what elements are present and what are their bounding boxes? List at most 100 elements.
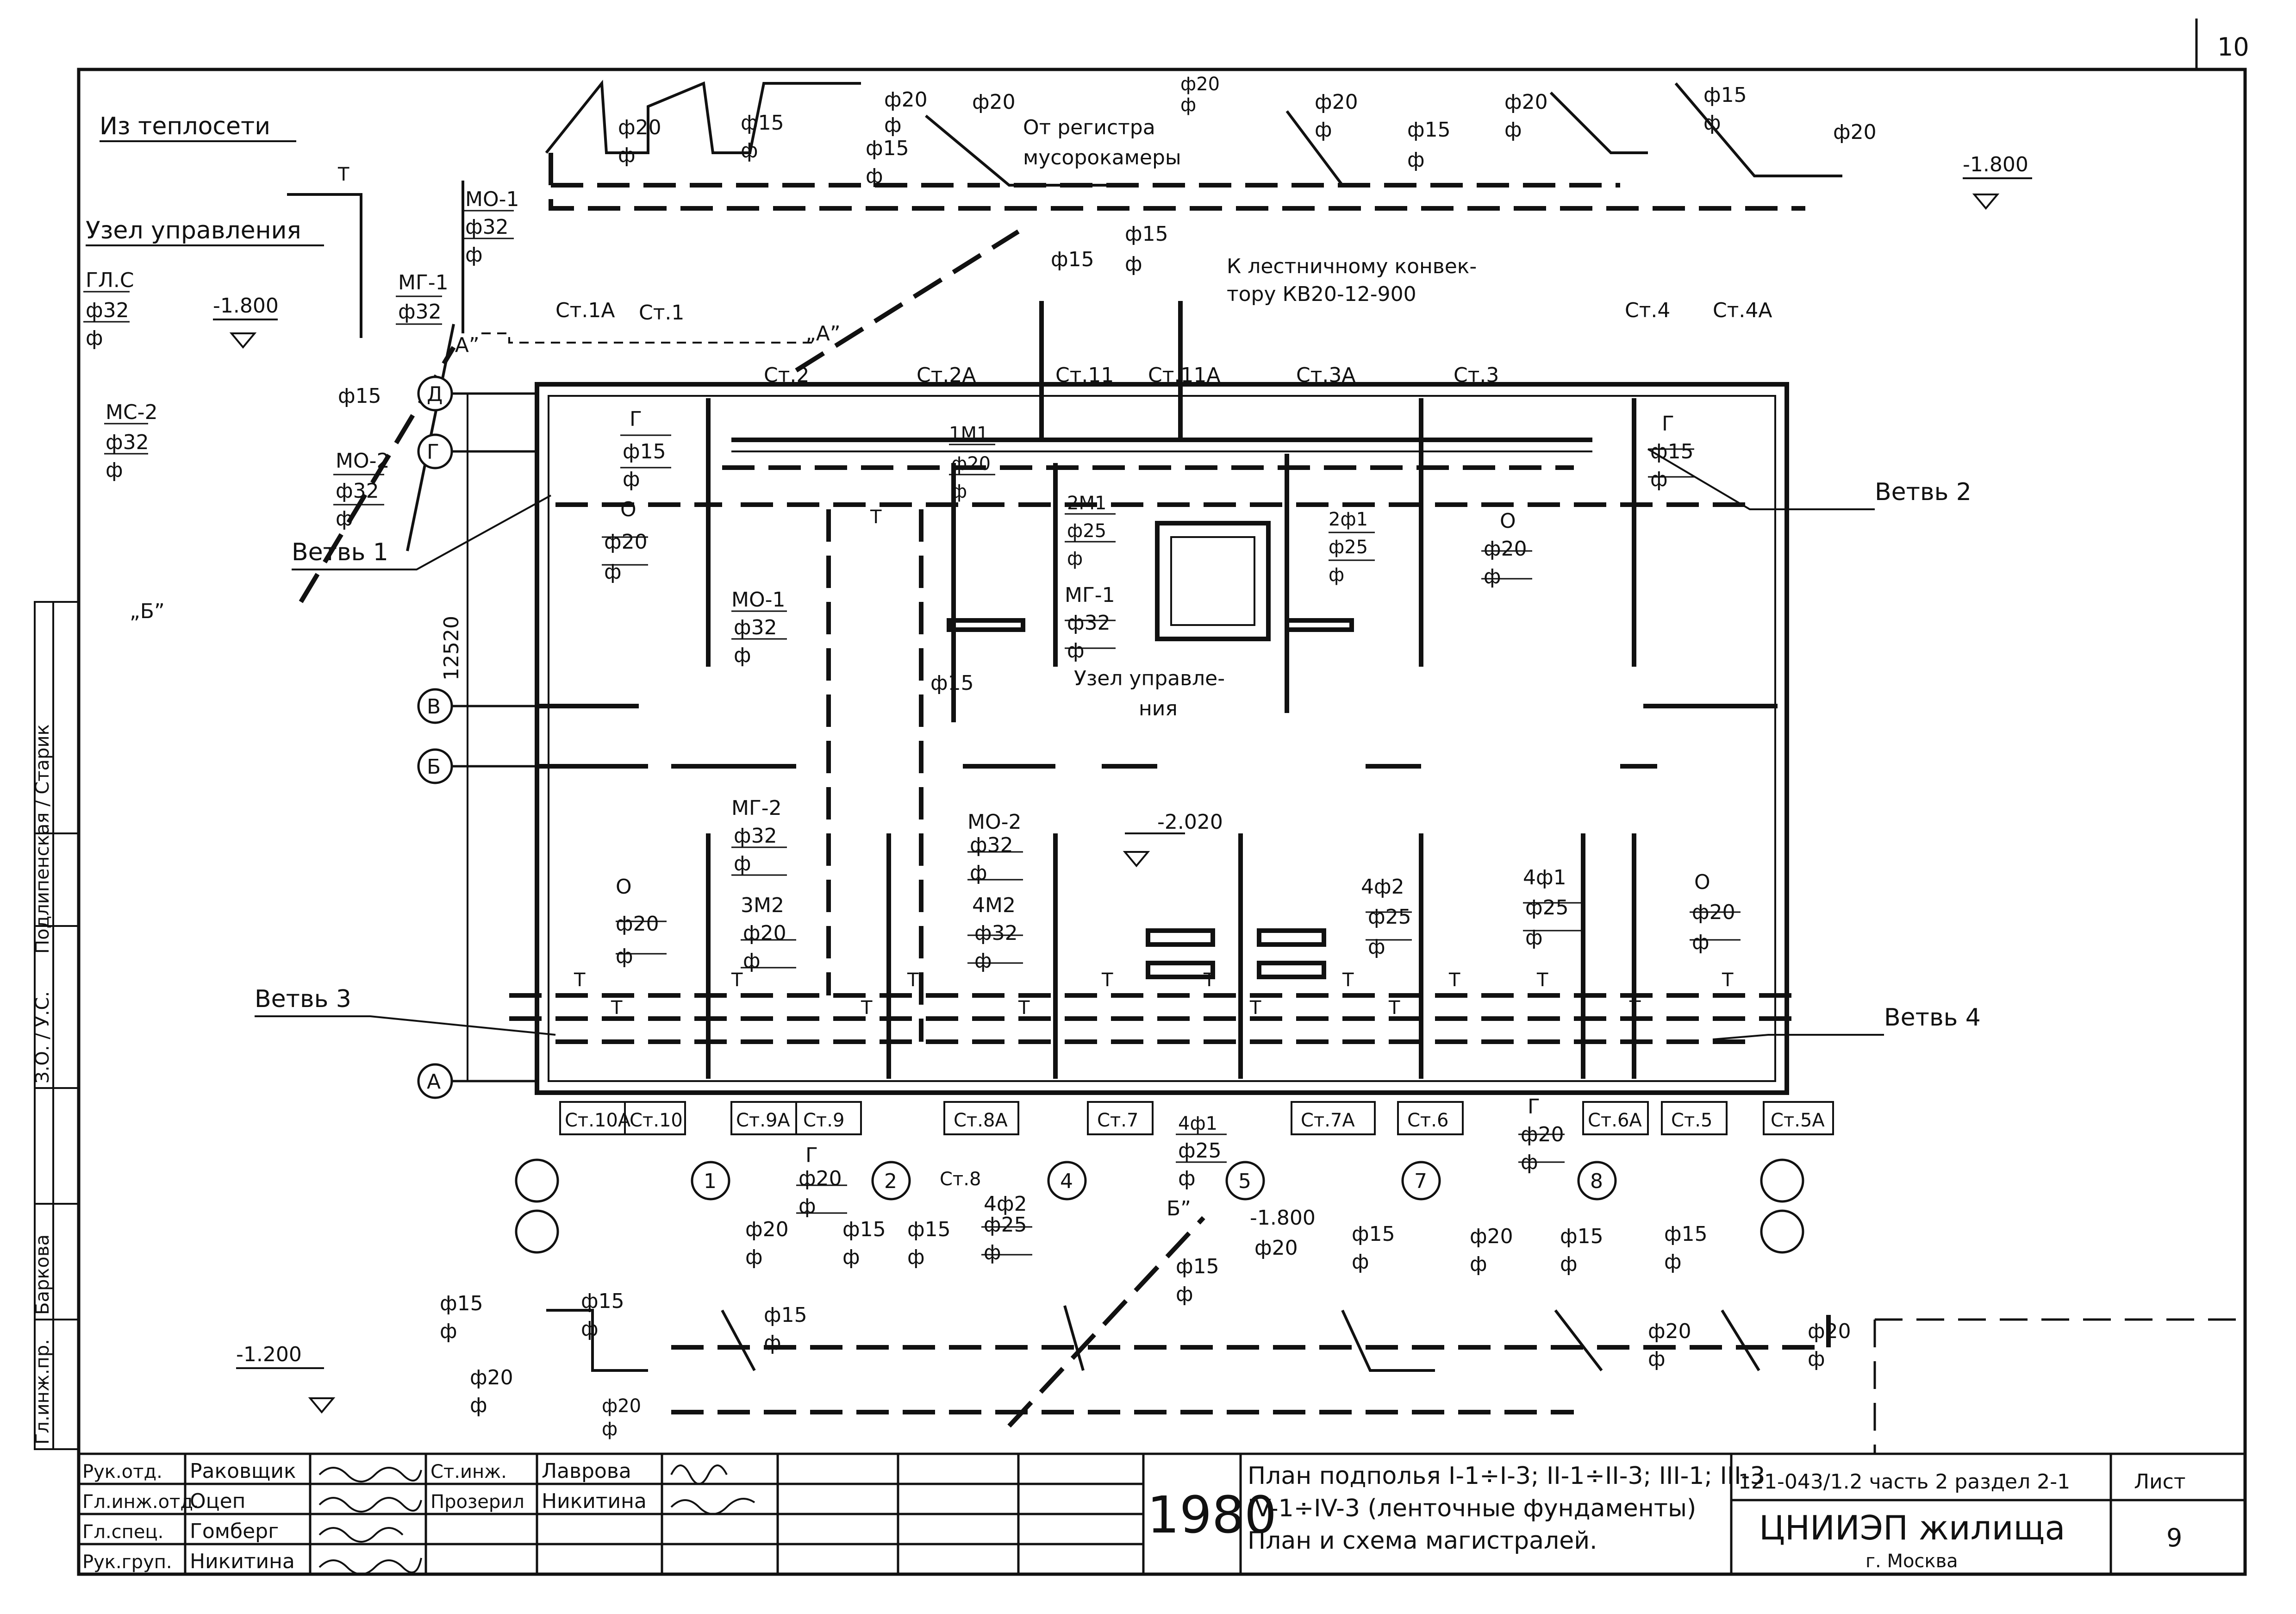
drawing-title: IV-1÷IV-3 (ленточные фундаменты)	[1248, 1495, 1696, 1522]
pipe-tag: ф25	[1067, 520, 1106, 542]
pipe-tag: 2ф1	[1329, 509, 1368, 530]
pipe-tag: ф15	[866, 137, 909, 160]
pipe-tag: О	[616, 875, 632, 899]
axis-label-col: 2	[884, 1170, 897, 1193]
pipe-tag: ф	[1180, 94, 1196, 116]
pipe-tag: ф32	[336, 479, 379, 503]
note-to-convector-2: тору КВ20-12-900	[1227, 282, 1416, 306]
pipe-tag: ф20	[1833, 120, 1877, 144]
branch-label: Ветвь 3	[255, 985, 351, 1013]
pipe-tag-rules	[83, 210, 1741, 1256]
axis-label-col: 7	[1414, 1170, 1427, 1193]
pipe-tag: ф15	[1407, 118, 1451, 142]
svg-text:Т: Т	[611, 997, 623, 1019]
axis-label-col: 1	[704, 1170, 717, 1193]
riser-label: Ст.6А	[1588, 1110, 1642, 1131]
pipe-tag: ф25	[1178, 1139, 1222, 1163]
pipe-tag: ф	[734, 644, 751, 667]
note-garbage-room: мусорокамеры	[1023, 146, 1181, 169]
svg-text:Т: Т	[1018, 997, 1030, 1019]
pipe-tag: ф	[1504, 118, 1522, 142]
pipe-tag: 4ф1	[1523, 866, 1566, 889]
pipe-tag: ф	[1125, 252, 1142, 276]
pipe-tag: Г	[1662, 412, 1674, 436]
pipe-tag: ф	[951, 481, 967, 502]
svg-text:Т: Т	[870, 507, 882, 528]
pipe-tag: ф	[764, 1331, 781, 1355]
pipe-tag: ф32	[106, 431, 149, 454]
pipe-tag: МГ-1	[1065, 583, 1115, 607]
svg-text:Т: Т	[861, 997, 873, 1019]
svg-text:Т: Т	[731, 970, 743, 991]
pipe-tag: ф15	[581, 1289, 624, 1313]
pipe-tag: ф	[623, 468, 640, 491]
dimension-vertical: 12520	[440, 616, 463, 681]
pipe-tag: ф15	[338, 384, 381, 408]
pipe-tag: ф	[581, 1317, 599, 1341]
pipe-tag: ф20	[1254, 1236, 1298, 1260]
axis-label-col: 8	[1590, 1170, 1603, 1193]
pipe-tag: ГЛ.С	[86, 269, 134, 292]
pipe-tag: МС-2	[106, 400, 158, 424]
pipe-tag: ф20	[743, 921, 786, 945]
pipe-tag: ф15	[842, 1218, 886, 1241]
riser-label: Ст.8А	[954, 1110, 1008, 1131]
svg-text:Т: Т	[1448, 970, 1460, 991]
section-mark: „А”	[444, 333, 480, 357]
organization: ЦНИИЭП жилища	[1759, 1508, 2065, 1547]
page-corner-number: 10	[2217, 32, 2249, 62]
pipe-tag: ф15	[440, 1292, 483, 1315]
building-walls	[535, 301, 1789, 1095]
side-stamp-row: З.О. / У.С.	[32, 991, 53, 1083]
pipe-tag: ф	[1352, 1250, 1369, 1274]
axis-label-row: В	[427, 695, 441, 719]
riser-label: Ст.11А	[1148, 363, 1220, 387]
svg-text:Т: Т	[1249, 997, 1261, 1019]
pipe-tag: ф	[745, 1245, 763, 1269]
pipe-tag: 3М2	[741, 894, 784, 917]
grid-axis-cols	[515, 1158, 1804, 1254]
pipe-tag: ф20	[799, 1167, 842, 1190]
pipe-tag: МГ-2	[731, 796, 782, 820]
pipe-tag: МО-2	[336, 449, 389, 473]
pipe-tag: МО-2	[967, 810, 1021, 834]
pipe-tag: ф32	[398, 300, 442, 324]
pipe-tag: ф15	[1176, 1255, 1219, 1278]
pipe-tag: ф20	[1484, 537, 1527, 561]
side-stamp-row: Баркова	[32, 1234, 53, 1315]
axis-label-row: Б	[427, 755, 441, 779]
pipe-tag: ф20	[1180, 74, 1220, 95]
pipe-tag: ф	[1521, 1151, 1538, 1174]
drawing-year: 1980	[1147, 1485, 1277, 1545]
staff-name: Раковщик	[190, 1459, 296, 1483]
pipe-tag: 4ф1	[1178, 1113, 1217, 1134]
pipe-tag: ф	[1329, 564, 1344, 586]
pipe-tag: О	[620, 498, 636, 521]
pipe-tag: 4ф2	[1361, 875, 1404, 899]
pipe-tag: ф	[602, 1419, 618, 1440]
pipe-tag: ф	[866, 164, 883, 188]
pipe-tag: ф	[440, 1320, 457, 1343]
pipe-tag: ф20	[604, 530, 648, 554]
pipe-tag: ф	[799, 1195, 816, 1218]
pipe-tag: ф	[743, 949, 761, 973]
pipe-tag: 4ф2	[984, 1192, 1027, 1216]
side-stamp-row: Гл.инж.пр.	[32, 1339, 53, 1445]
pipe-tag: ф	[604, 560, 622, 584]
pipe-tag: МО-1	[465, 188, 519, 211]
riser-label: Ст.4	[1625, 299, 1670, 322]
svg-text:Т: Т	[1342, 970, 1354, 991]
pipe-tag: ф	[1178, 1167, 1196, 1190]
drawing-title: План подполья I-1÷I-3; II-1÷II-3; III-1;…	[1248, 1462, 1765, 1490]
pipe-tag: Г	[630, 407, 642, 431]
elevation-mark: -1.800	[1963, 153, 2028, 176]
pipe-tag: ф	[336, 507, 353, 531]
pipe-tag: ф25	[1329, 537, 1368, 558]
pipe-tag: ф	[618, 144, 636, 167]
grid-axis-rows	[417, 375, 537, 1099]
pipe-tag: ф20	[616, 912, 659, 936]
pipe-tag: ф	[616, 945, 633, 968]
pipe-tag: ф32	[86, 299, 129, 322]
pipe-tag: ф	[1067, 639, 1085, 663]
pipe-tag: ф20	[1504, 90, 1548, 114]
